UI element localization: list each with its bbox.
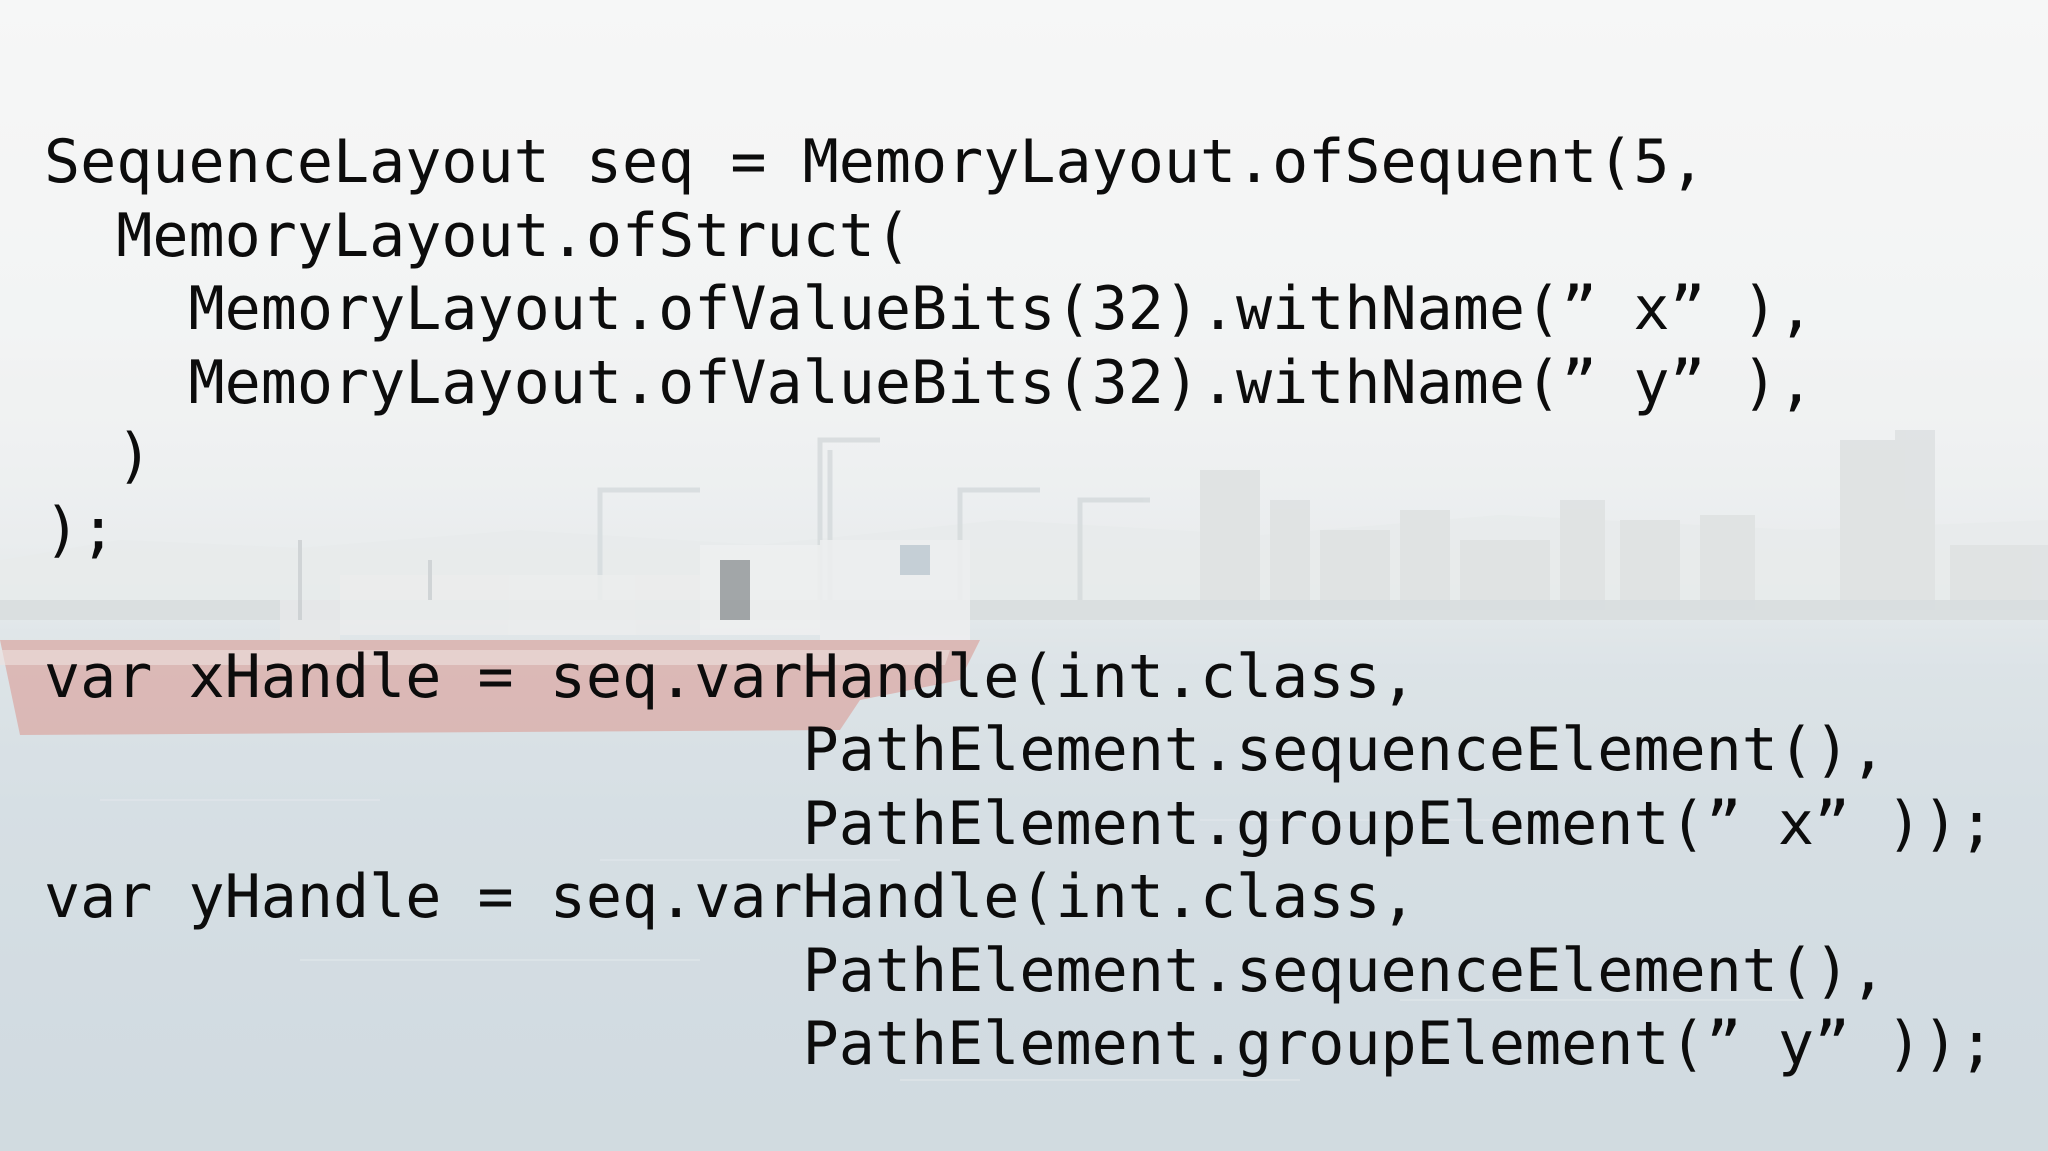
code-line-blank — [44, 567, 1995, 641]
code-line: MemoryLayout.ofStruct( — [44, 200, 911, 271]
code-line: PathElement.groupElement(” x” )); — [44, 788, 1995, 859]
code-line: ); — [44, 494, 117, 565]
code-block: SequenceLayout seq = MemoryLayout.ofSequ… — [44, 126, 1995, 1082]
code-line: PathElement.groupElement(” y” )); — [44, 1009, 1995, 1079]
code-line: PathElement.sequenceElement(), — [44, 935, 1887, 1006]
code-line: PathElement.sequenceElement(), — [44, 715, 1887, 785]
code-line: ) — [44, 421, 153, 491]
code-line: MemoryLayout.ofValueBits(32).withName(” … — [44, 347, 1815, 418]
code-line: var xHandle = seq.varHandle(int.class, — [44, 641, 1417, 712]
code-line: MemoryLayout.ofValueBits(32).withName(” … — [44, 274, 1815, 344]
code-line: SequenceLayout seq = MemoryLayout.ofSequ… — [44, 127, 1706, 197]
code-line: var yHandle = seq.varHandle(int.class, — [44, 862, 1417, 932]
